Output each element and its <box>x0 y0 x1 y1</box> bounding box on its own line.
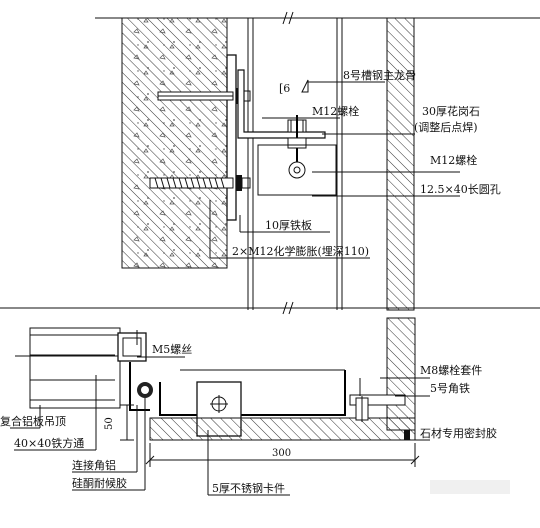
label-connector: 连接角铝 <box>72 458 116 472</box>
label-m5-screw: M5螺丝 <box>152 343 192 356</box>
label-weld-note: (调整后点焊) <box>414 120 478 134</box>
bottom-detail <box>10 317 510 496</box>
aluminum-ceiling-panel <box>29 327 121 409</box>
top-detail: [6 <box>0 11 540 315</box>
angle-bracket <box>237 69 326 139</box>
dimension-300-label: 300 <box>272 448 291 459</box>
label-angle-iron: 5号角铁 <box>430 382 470 395</box>
label-anchor-bolts: 2×M12化学膨胀(埋深110) <box>232 244 369 258</box>
anchor-bolt-lower <box>149 175 251 191</box>
label-silicone: 硅酮耐候胶 <box>72 476 127 490</box>
label-iron-plate: 10厚铁板 <box>265 218 312 232</box>
m12-bolt-top <box>287 115 307 165</box>
watermark-smudge <box>430 480 510 494</box>
label-steel-clip: 5厚不锈钢卡件 <box>212 482 285 495</box>
granite-slab <box>386 17 415 311</box>
stone-sealant <box>404 430 410 440</box>
stone-soffit <box>149 417 416 441</box>
label-stone-sealant: 石材专用密封胶 <box>420 426 497 440</box>
granite-slab-lower <box>386 317 416 431</box>
dimension-300 <box>145 443 420 467</box>
label-m8-sleeve: M8螺栓套件 <box>420 363 482 377</box>
label-channel-note: 8号槽钢主龙骨 <box>343 69 416 82</box>
iron-plate <box>226 54 237 221</box>
slot-hole-box <box>257 144 337 196</box>
label-bolt-m12-right: M12螺栓 <box>430 153 477 167</box>
channel-size-label: [6 <box>279 82 290 95</box>
dimension-50 <box>120 404 134 441</box>
connector-angle <box>129 362 150 411</box>
label-square-tube: 40×40铁方通 <box>14 436 84 450</box>
label-slot-hole: 12.5×40长圆孔 <box>420 183 501 196</box>
label-aluminum-ceiling: 复合铝板吊顶 <box>0 414 66 428</box>
label-granite: 30厚花岗石 <box>422 105 480 118</box>
dimension-50-label: 50 <box>104 417 115 430</box>
label-bolt-m12-top: M12螺栓 <box>312 104 359 118</box>
channel-section-marker: [6 <box>279 79 309 95</box>
stainless-clip <box>159 370 346 416</box>
